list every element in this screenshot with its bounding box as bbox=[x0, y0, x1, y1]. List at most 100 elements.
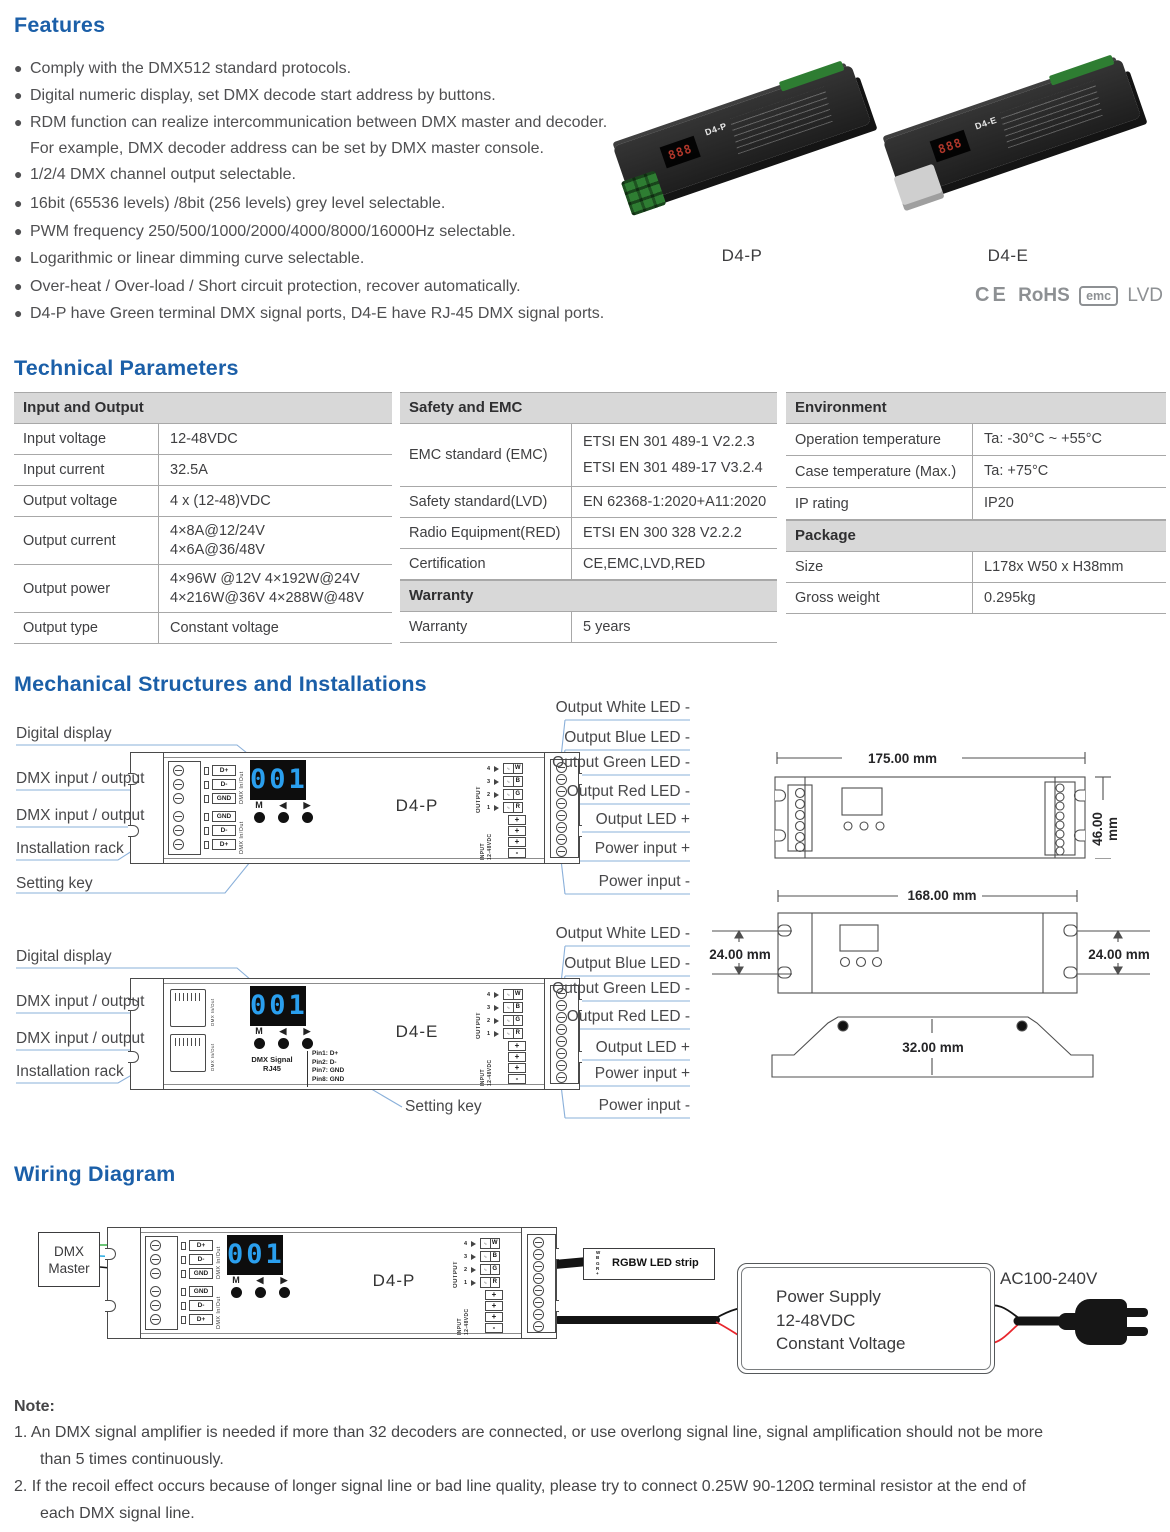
vline bbox=[544, 978, 545, 1090]
note-text: than 5 times continuously. bbox=[40, 1451, 224, 1468]
vline bbox=[544, 752, 545, 864]
pinrect bbox=[204, 827, 209, 835]
dmx-port-label: DMX In/Out bbox=[210, 998, 215, 1026]
screw bbox=[556, 786, 567, 797]
rect bbox=[1063, 966, 1078, 979]
span: ∿ bbox=[506, 779, 510, 784]
dim-notch-left: 24.00 mm bbox=[705, 947, 775, 962]
bullet-icon: ● bbox=[14, 250, 23, 266]
power-pin-label: + bbox=[508, 815, 526, 825]
b: W bbox=[512, 764, 523, 773]
notchL bbox=[128, 773, 139, 785]
power-pin-label: + bbox=[508, 837, 526, 847]
feature-item: ●1/2/4 DMX channel output selectable. bbox=[14, 166, 296, 184]
circle bbox=[794, 820, 806, 832]
row-value: 4×96W @12V 4×192W@24V 4×216W@36V 4×288W@… bbox=[170, 570, 364, 606]
output-pin-label: ∿G bbox=[480, 1264, 500, 1275]
row-value: 12-48VDC bbox=[170, 430, 238, 447]
note-text: 1. An DMX signal amplifier is needed if … bbox=[14, 1424, 1044, 1441]
path bbox=[775, 829, 786, 842]
dmx-terminal-block bbox=[145, 1236, 178, 1330]
feature-text: RDM function can realize intercommunicat… bbox=[30, 114, 608, 131]
span: ∿ bbox=[483, 1267, 487, 1272]
channel-number: 4 bbox=[464, 1241, 468, 1247]
led-diode-icon bbox=[471, 1267, 476, 1273]
row-value: IP20 bbox=[984, 495, 1014, 511]
callout-power-plus: Power input + bbox=[594, 840, 690, 857]
dmx-master-box: DMX Master bbox=[38, 1232, 100, 1287]
path bbox=[1074, 829, 1085, 842]
vline bbox=[163, 978, 164, 1090]
note-heading: Note: bbox=[14, 1398, 55, 1415]
circle bbox=[875, 821, 885, 831]
circle bbox=[794, 831, 806, 843]
power-plug-icon bbox=[1075, 1299, 1127, 1345]
screw bbox=[556, 1060, 567, 1071]
psu-label: Power Supply 12-48VDC Constant Voltage bbox=[776, 1287, 906, 1353]
screw bbox=[556, 846, 567, 857]
dmx-pin-label: GND bbox=[189, 1268, 213, 1279]
pinrect bbox=[204, 767, 209, 775]
screw bbox=[556, 822, 567, 833]
pinrect bbox=[204, 781, 209, 789]
callout-setting-key: Setting key bbox=[405, 1098, 482, 1115]
photo-model-print: D4-P bbox=[703, 120, 729, 138]
feature-text: 1/2/4 DMX channel output selectable. bbox=[30, 166, 296, 183]
rj45-pins bbox=[175, 1038, 201, 1046]
row-label: Output type bbox=[14, 613, 159, 643]
feature-text: Digital numeric display, set DMX decode … bbox=[30, 87, 496, 104]
polygon bbox=[734, 966, 744, 976]
screw bbox=[150, 1240, 161, 1251]
tech-heading: Technical Parameters bbox=[14, 356, 239, 380]
callout-output-white: Output White LED - bbox=[555, 925, 690, 942]
circle bbox=[1016, 1020, 1028, 1032]
pinrect bbox=[204, 841, 209, 849]
output-pin-label: ∿B bbox=[503, 1002, 523, 1013]
power-supply-box: Power Supply 12-48VDC Constant Voltage bbox=[737, 1263, 995, 1374]
output-pin-label: ∿W bbox=[480, 1238, 500, 1249]
led-diode-icon bbox=[494, 1031, 499, 1037]
power-pin-label: - bbox=[508, 1074, 526, 1084]
led-diode-icon bbox=[494, 766, 499, 772]
certification-badges: CE RoHS emc LVD bbox=[975, 284, 1163, 307]
screw bbox=[556, 1036, 567, 1047]
strip-pin-labels: W B G R + bbox=[596, 1250, 601, 1277]
notchL bbox=[128, 825, 139, 837]
led-diode-icon bbox=[494, 805, 499, 811]
bullet-icon: ● bbox=[14, 87, 23, 103]
digital-display: 001 bbox=[227, 1235, 283, 1275]
row-value: Constant voltage bbox=[170, 619, 279, 636]
channel-number: 3 bbox=[487, 1005, 491, 1011]
span: ∿ bbox=[483, 1280, 487, 1285]
pinrect bbox=[181, 1270, 186, 1278]
feature-item: ●RDM function can realize intercommunica… bbox=[14, 114, 607, 132]
display-digits: 001 bbox=[250, 990, 308, 1021]
callout-power-plus: Power input + bbox=[594, 1065, 690, 1082]
screw bbox=[533, 1309, 544, 1320]
screw bbox=[556, 798, 567, 809]
model-label: D4-E bbox=[395, 1022, 439, 1041]
notchL bbox=[105, 1300, 116, 1312]
wiring-heading: Wiring Diagram bbox=[14, 1162, 176, 1186]
dmx-terminal-block bbox=[168, 761, 201, 855]
circle bbox=[1055, 811, 1065, 821]
circle bbox=[1055, 829, 1065, 839]
power-pin-label: + bbox=[485, 1301, 503, 1311]
power-pin-label: + bbox=[508, 1041, 526, 1051]
b: R bbox=[512, 803, 523, 812]
screw bbox=[556, 1000, 567, 1011]
screw bbox=[150, 1254, 161, 1265]
setting-button bbox=[279, 1287, 290, 1298]
table-row: Safety standard(LVD)EN 62368-1:2020+A11:… bbox=[400, 487, 777, 518]
hline bbox=[141, 1333, 521, 1334]
display-digits: 001 bbox=[250, 764, 308, 795]
span: ∿ bbox=[483, 1241, 487, 1246]
button-label: M bbox=[232, 1275, 240, 1285]
screw bbox=[533, 1321, 544, 1332]
decoder-outline bbox=[130, 752, 580, 864]
row-value: EN 62368-1:2020+A11:2020 bbox=[583, 493, 767, 510]
